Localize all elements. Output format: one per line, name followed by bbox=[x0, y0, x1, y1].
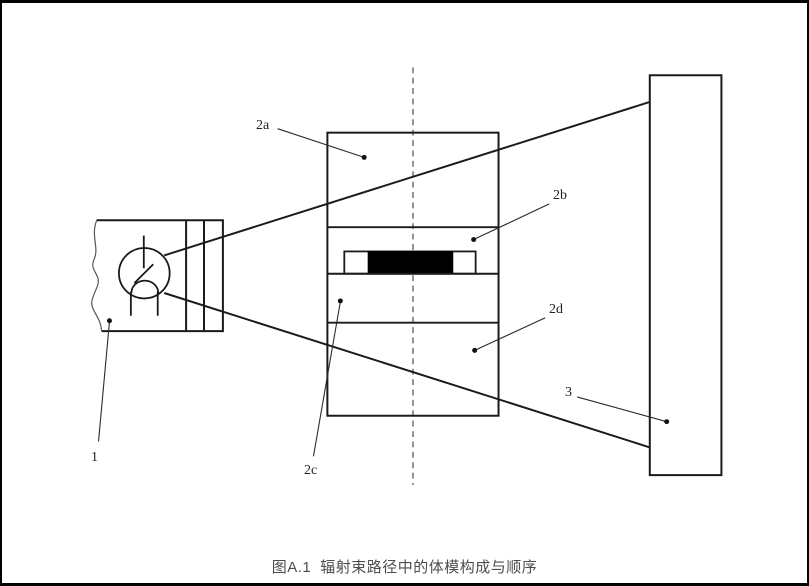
detector-box bbox=[648, 74, 723, 477]
xray-source-symbol bbox=[91, 219, 224, 333]
beam-lines bbox=[163, 101, 651, 449]
leader-line bbox=[576, 396, 667, 423]
source-break-wavy-edge bbox=[91, 220, 103, 331]
label-phantom-2a: 2a bbox=[256, 118, 270, 133]
leader-line bbox=[312, 301, 341, 457]
leader-dot bbox=[472, 347, 478, 353]
label-phantom-2c: 2c bbox=[304, 463, 318, 478]
leader-phantom-2a bbox=[277, 128, 367, 160]
leader-detector-3 bbox=[576, 396, 670, 425]
leader-dot bbox=[664, 419, 670, 425]
diagram-canvas bbox=[91, 67, 723, 486]
beam-line-top bbox=[163, 101, 651, 257]
source-housing-outline bbox=[96, 219, 224, 333]
beam-line-bottom bbox=[163, 292, 651, 449]
leader-phantom-2d bbox=[472, 317, 546, 353]
label-phantom-2d: 2d bbox=[549, 302, 563, 317]
figure-caption-number: 图A.1 bbox=[271, 559, 312, 576]
tube-cathode-arc bbox=[130, 279, 160, 294]
leader-line bbox=[97, 321, 111, 442]
leader-dot bbox=[337, 298, 343, 304]
phantom-stack bbox=[326, 131, 500, 417]
label-detector: 3 bbox=[565, 385, 572, 400]
tube-anode-angle bbox=[133, 263, 154, 284]
tube-electrodes bbox=[129, 235, 160, 316]
leader-line bbox=[277, 128, 365, 158]
leader-dot bbox=[361, 154, 367, 160]
leader-line bbox=[474, 317, 546, 351]
figure-caption-title: 辐射束路径中的体模构成与顺序 bbox=[320, 559, 538, 576]
label-source: 1 bbox=[91, 450, 98, 465]
leader-dot bbox=[106, 318, 112, 324]
leader-source bbox=[97, 318, 112, 442]
leader-lines bbox=[97, 128, 670, 457]
figure-caption: 图A.1 辐射束路径中的体模构成与顺序 bbox=[2, 556, 807, 577]
leader-dot bbox=[471, 237, 477, 243]
leader-phantom-2c bbox=[312, 298, 343, 457]
label-insert-2b: 2b bbox=[553, 188, 567, 203]
insert-filled-block bbox=[367, 250, 454, 275]
leader-line bbox=[473, 203, 550, 241]
leader-insert-2b bbox=[471, 203, 550, 243]
